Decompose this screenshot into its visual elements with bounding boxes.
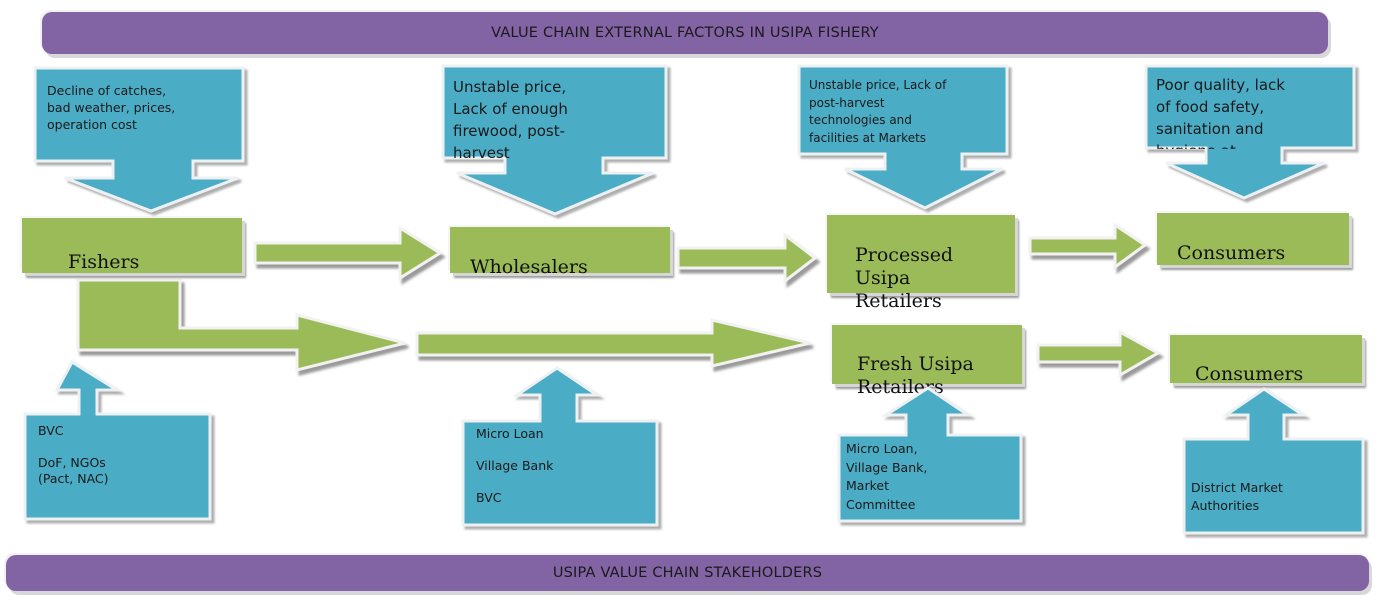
down-arrow-icon — [797, 64, 1009, 210]
up-arrow-icon — [461, 366, 659, 527]
node-wholesalers: Wholesalers — [450, 227, 670, 278]
external-factor-text: Unstable price, Lack of post-harvest tec… — [809, 78, 947, 145]
stakeholder-text: District Market Authorities — [1191, 480, 1283, 513]
node-consumers-top-label: Consumers — [1177, 242, 1286, 264]
down-arrow-icon — [441, 64, 668, 216]
external-factors-title: VALUE CHAIN EXTERNAL FACTORS IN USIPA FI… — [491, 25, 879, 41]
stakeholders-banner: USIPA VALUE CHAIN STAKEHOLDERS — [6, 555, 1369, 591]
up-arrow-icon — [23, 359, 212, 521]
node-wholesalers-label: Wholesalers — [470, 256, 588, 278]
node-processed-retailers-label: Processed Usipa Retailers — [855, 244, 954, 312]
stakeholder-text: Micro Loan Village Bank BVC — [476, 426, 554, 505]
down-arrow-icon — [1144, 64, 1356, 200]
node-fishers: Fishers — [22, 218, 242, 273]
arrow-fishers-to-wholesalers — [253, 225, 443, 281]
external-factor-text: Decline of catches, bad weather, prices,… — [47, 83, 176, 132]
stakeholder-text: BVC DoF, NGOs (Pact, NAC) — [38, 423, 109, 486]
arrow-fresh-to-consumers — [1036, 329, 1162, 378]
up-arrow-icon — [1182, 387, 1365, 535]
node-consumers-bottom-label: Consumers — [1195, 363, 1304, 385]
arrow-fishers-bent — [76, 278, 406, 372]
external-factor-text: Unstable price, Lack of enough firewood,… — [453, 78, 568, 158]
node-fishers-label: Fishers — [68, 251, 140, 273]
stakeholders-title: USIPA VALUE CHAIN STAKEHOLDERS — [552, 565, 823, 581]
arrow-processed-to-consumers — [1028, 222, 1148, 270]
up-arrow-icon — [837, 386, 1023, 523]
down-arrow-icon — [33, 66, 245, 213]
node-consumers-top: Consumers — [1157, 213, 1349, 265]
arrow-channel-to-fresh-retailers — [415, 318, 811, 368]
stakeholder-text: Micro Loan, Village Bank, Market Committ… — [846, 441, 928, 512]
node-processed-retailers: Processed Usipa Retailers — [827, 215, 1015, 312]
node-consumers-bottom: Consumers — [1170, 335, 1362, 385]
external-factors-banner: VALUE CHAIN EXTERNAL FACTORS IN USIPA FI… — [42, 12, 1328, 54]
arrow-wholesalers-to-processed — [676, 231, 818, 285]
node-fresh-retailers: Fresh Usipa Retailers — [832, 325, 1022, 398]
external-factor-text: Poor quality, lack of food safety, sanit… — [1156, 76, 1285, 149]
